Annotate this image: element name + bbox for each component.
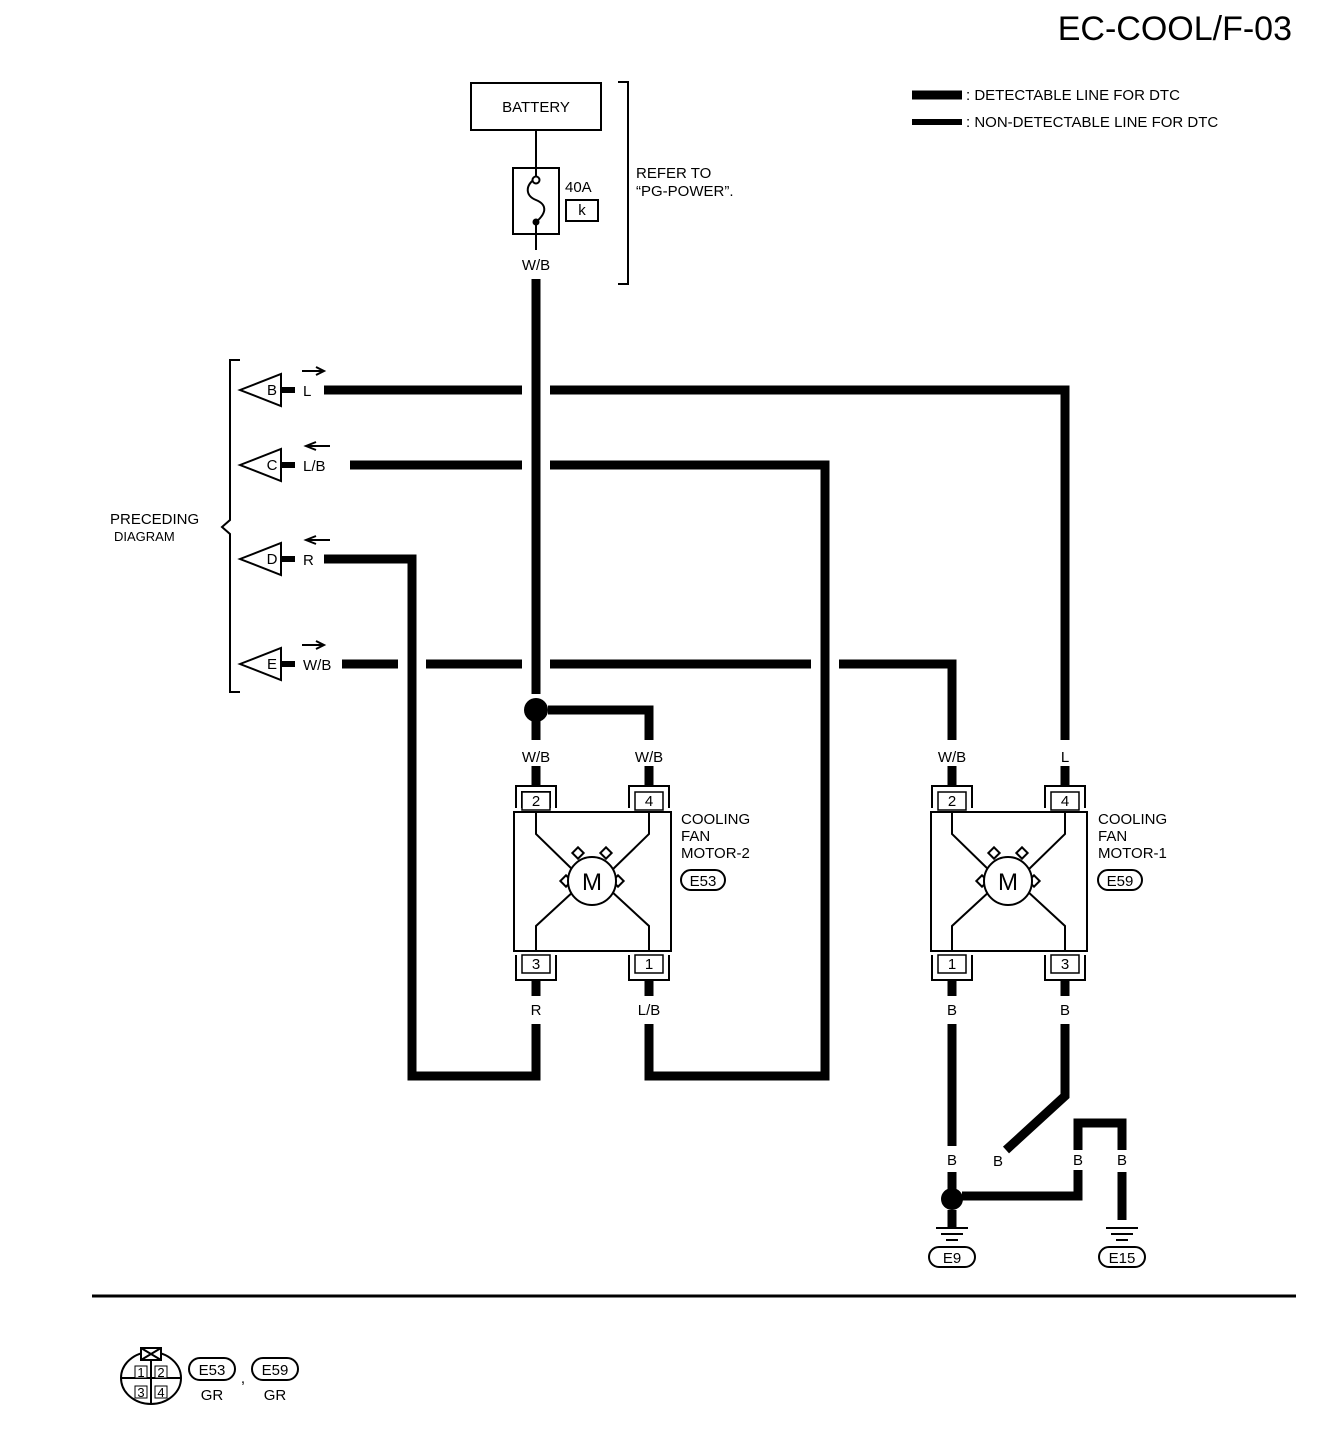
motor2-pin-top-right: 4 [645,793,653,810]
fuse-rating: 40A [565,179,592,196]
refer-line1: REFER TO [636,165,711,182]
motor2-connector: E53 [690,873,717,890]
legend-detectable-label: : DETECTABLE LINE FOR DTC [966,87,1180,104]
wire-label-m1-pin3: B [1060,1002,1070,1019]
battery-label: BATTERY [502,99,570,116]
refer-bracket [618,81,629,285]
connector-reference: 1 2 3 4 E53 , E59 GR GR [120,1347,299,1405]
connector-c-letter: C [267,457,278,474]
battery-box [470,82,602,131]
wire-label-ground-b: B [1117,1152,1127,1169]
wire-label-m1-pin4: L [1061,749,1069,766]
connector-e59-id: E59 [262,1362,289,1379]
motor1-connector-badge [1097,869,1143,891]
motor1-pin-bottom-left: 1 [948,956,956,973]
wire-label-m1-pin1: B [947,1002,957,1019]
connector-e59-color: GR [264,1387,287,1404]
cooling-fan-motor-1: 2 4 M 1 3 COOLING FAN MOTOR-1 E59 [930,785,1167,981]
connector-c-wire: L/B [303,458,326,475]
wire-label-ground-b: B [947,1152,957,1169]
direction-arrow-left [303,441,330,451]
wire-label-m2-pin3: R [531,1002,542,1019]
wire-wb-splice [548,705,654,740]
connector-b-letter: B [267,382,277,399]
wire-label-m2-pin1: L/B [638,1002,661,1019]
ground-e9: E9 [943,1250,961,1267]
motor1-pin-top-right: 4 [1061,793,1069,810]
wire-label-m2-pin2: W/B [522,749,550,766]
motor1-name-line3: MOTOR-1 [1098,845,1167,862]
connector-pin: 2 [157,1365,164,1380]
wire-l [550,385,1070,740]
connector-d-wire: R [303,552,314,569]
wire-label-ground-b: B [1073,1152,1083,1169]
wire-label-battery-out: W/B [522,257,550,274]
preceding-brace [220,359,240,693]
connector-pin: 3 [137,1385,144,1400]
ground-e15-badge [1098,1246,1146,1268]
motor1-pin-bottom-right: 3 [1061,956,1069,973]
motor2-name-line1: COOLING [681,811,750,828]
wire-b-ground [962,1170,1083,1201]
direction-arrow-right [302,640,327,650]
wires [324,279,1127,1228]
wire-b-ground [1073,1118,1127,1150]
cooling-fan-motor-2: 2 4 M 3 1 COOLING FAN MOTOR-2 E53 [513,785,750,981]
connector-e53-color: GR [201,1387,224,1404]
ground-icon [1106,1227,1138,1241]
motor1-symbol: M [998,869,1018,896]
wire-lb [550,460,830,1081]
wire-labels: W/B W/B W/B L R L/B B B B B B B [522,749,1127,1170]
ground-e15: E15 [1109,1250,1136,1267]
ground-icon [936,1227,968,1241]
connector-e53-id: E53 [199,1362,226,1379]
wire-label-m1-pin2: W/B [938,749,966,766]
motor2-pin-bottom-right: 1 [645,956,653,973]
connector-pin: 1 [137,1365,144,1380]
ground-e9-badge [928,1246,976,1268]
connector-e-letter: E [267,656,277,673]
wire-label-m2-pin4: W/B [635,749,663,766]
motor2-name-line3: MOTOR-2 [681,845,750,862]
connector-pin: 4 [157,1385,164,1400]
direction-arrow-right [302,366,327,376]
fuse-code: k [578,202,586,219]
wire-label-ground-b: B [993,1153,1003,1170]
fuse-icon [526,168,546,234]
preceding-line2: DIAGRAM [114,529,175,544]
motor2-pin-top-left: 2 [532,793,540,810]
refer-line2: “PG-POWER”. [636,183,734,200]
motor2-name-line2: FAN [681,828,710,845]
connector-separator: , [241,1370,245,1387]
connector-e-wire: W/B [303,657,331,674]
connector-b-wire: L [303,383,311,400]
connector-d-letter: D [267,551,278,568]
connector-e53-badge [188,1357,236,1381]
motor-icon [983,856,1033,906]
wire-r [324,554,541,1081]
battery-block: BATTERY 40A k W/B REFER TO “PG-POWER”. [470,81,734,285]
motor2-symbol: M [582,869,602,896]
grounds: E9 E15 [928,1227,1146,1268]
connector-e59-badge [251,1357,299,1381]
motor-icon [567,856,617,906]
motor1-pin-top-left: 2 [948,793,956,810]
motor1-name-line2: FAN [1098,828,1127,845]
fuse-code-box [565,199,599,222]
preceding-diagram: PRECEDING DIAGRAM B L C L/B D R E W/B [110,359,331,693]
motor1-connector: E59 [1107,873,1134,890]
motor2-pin-bottom-left: 3 [532,956,540,973]
wire-b-ground [1002,1024,1070,1154]
preceding-line1: PRECEDING [110,511,199,528]
legend-non-detectable-label: : NON-DETECTABLE LINE FOR DTC [966,114,1218,131]
wire-wb-e [839,659,957,740]
ground-splice-dot [941,1188,963,1210]
legend: : DETECTABLE LINE FOR DTC : NON-DETECTAB… [912,87,1218,131]
direction-arrow-left [303,535,330,545]
motor1-name-line1: COOLING [1098,811,1167,828]
motor2-connector-badge [680,869,726,891]
page-id: EC-COOL/F-03 [1058,10,1292,48]
